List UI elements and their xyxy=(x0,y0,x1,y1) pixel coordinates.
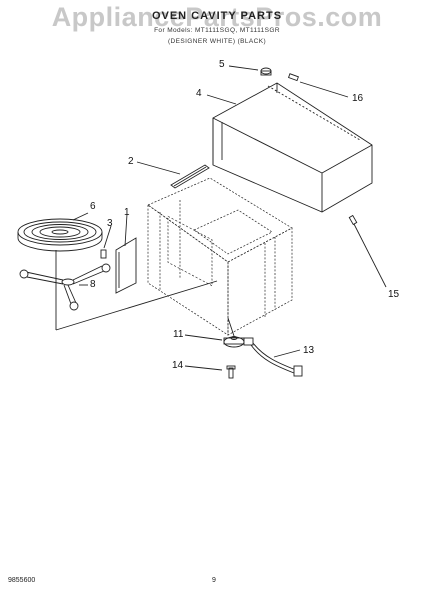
document-number: 9855600 xyxy=(8,577,36,584)
callout-6: 6 xyxy=(90,201,96,212)
callout-13: 13 xyxy=(303,345,315,356)
oven-cavity-frame xyxy=(147,177,293,336)
part-15-screw xyxy=(348,214,358,226)
callout-2: 2 xyxy=(128,156,134,167)
callout-16: 16 xyxy=(352,93,364,104)
callout-8: 8 xyxy=(90,279,96,290)
part-4-outer-cabinet xyxy=(212,82,373,213)
part-2-rail xyxy=(170,164,210,189)
callout-14: 14 xyxy=(172,360,184,371)
part-3-clip xyxy=(100,249,107,259)
callout-5: 5 xyxy=(219,59,225,70)
callout-15: 15 xyxy=(388,289,400,300)
callout-3: 3 xyxy=(107,218,113,229)
watermark: AppliancePartsPros.com xyxy=(51,2,383,32)
model-colors: (DESIGNER WHITE) (BLACK) xyxy=(167,38,267,45)
diagram-title: OVEN CAVITY PARTS xyxy=(151,10,283,22)
model-list: For Models: MT1111SGQ, MT1111SGR xyxy=(154,27,280,34)
part-13-wire-harness xyxy=(243,337,303,377)
callout-11: 11 xyxy=(173,329,184,340)
part-1-plate xyxy=(115,237,137,294)
page-number: 9 xyxy=(212,577,216,584)
part-14-screw xyxy=(226,365,236,379)
callout-4: 4 xyxy=(196,88,202,99)
part-8-roller-support xyxy=(19,263,111,311)
part-6-turntable-tray xyxy=(17,218,103,252)
part-5-cap xyxy=(260,67,272,76)
part-16-screw xyxy=(287,73,299,82)
callout-1: 1 xyxy=(124,207,130,218)
part-11-turntable-motor xyxy=(223,336,245,348)
